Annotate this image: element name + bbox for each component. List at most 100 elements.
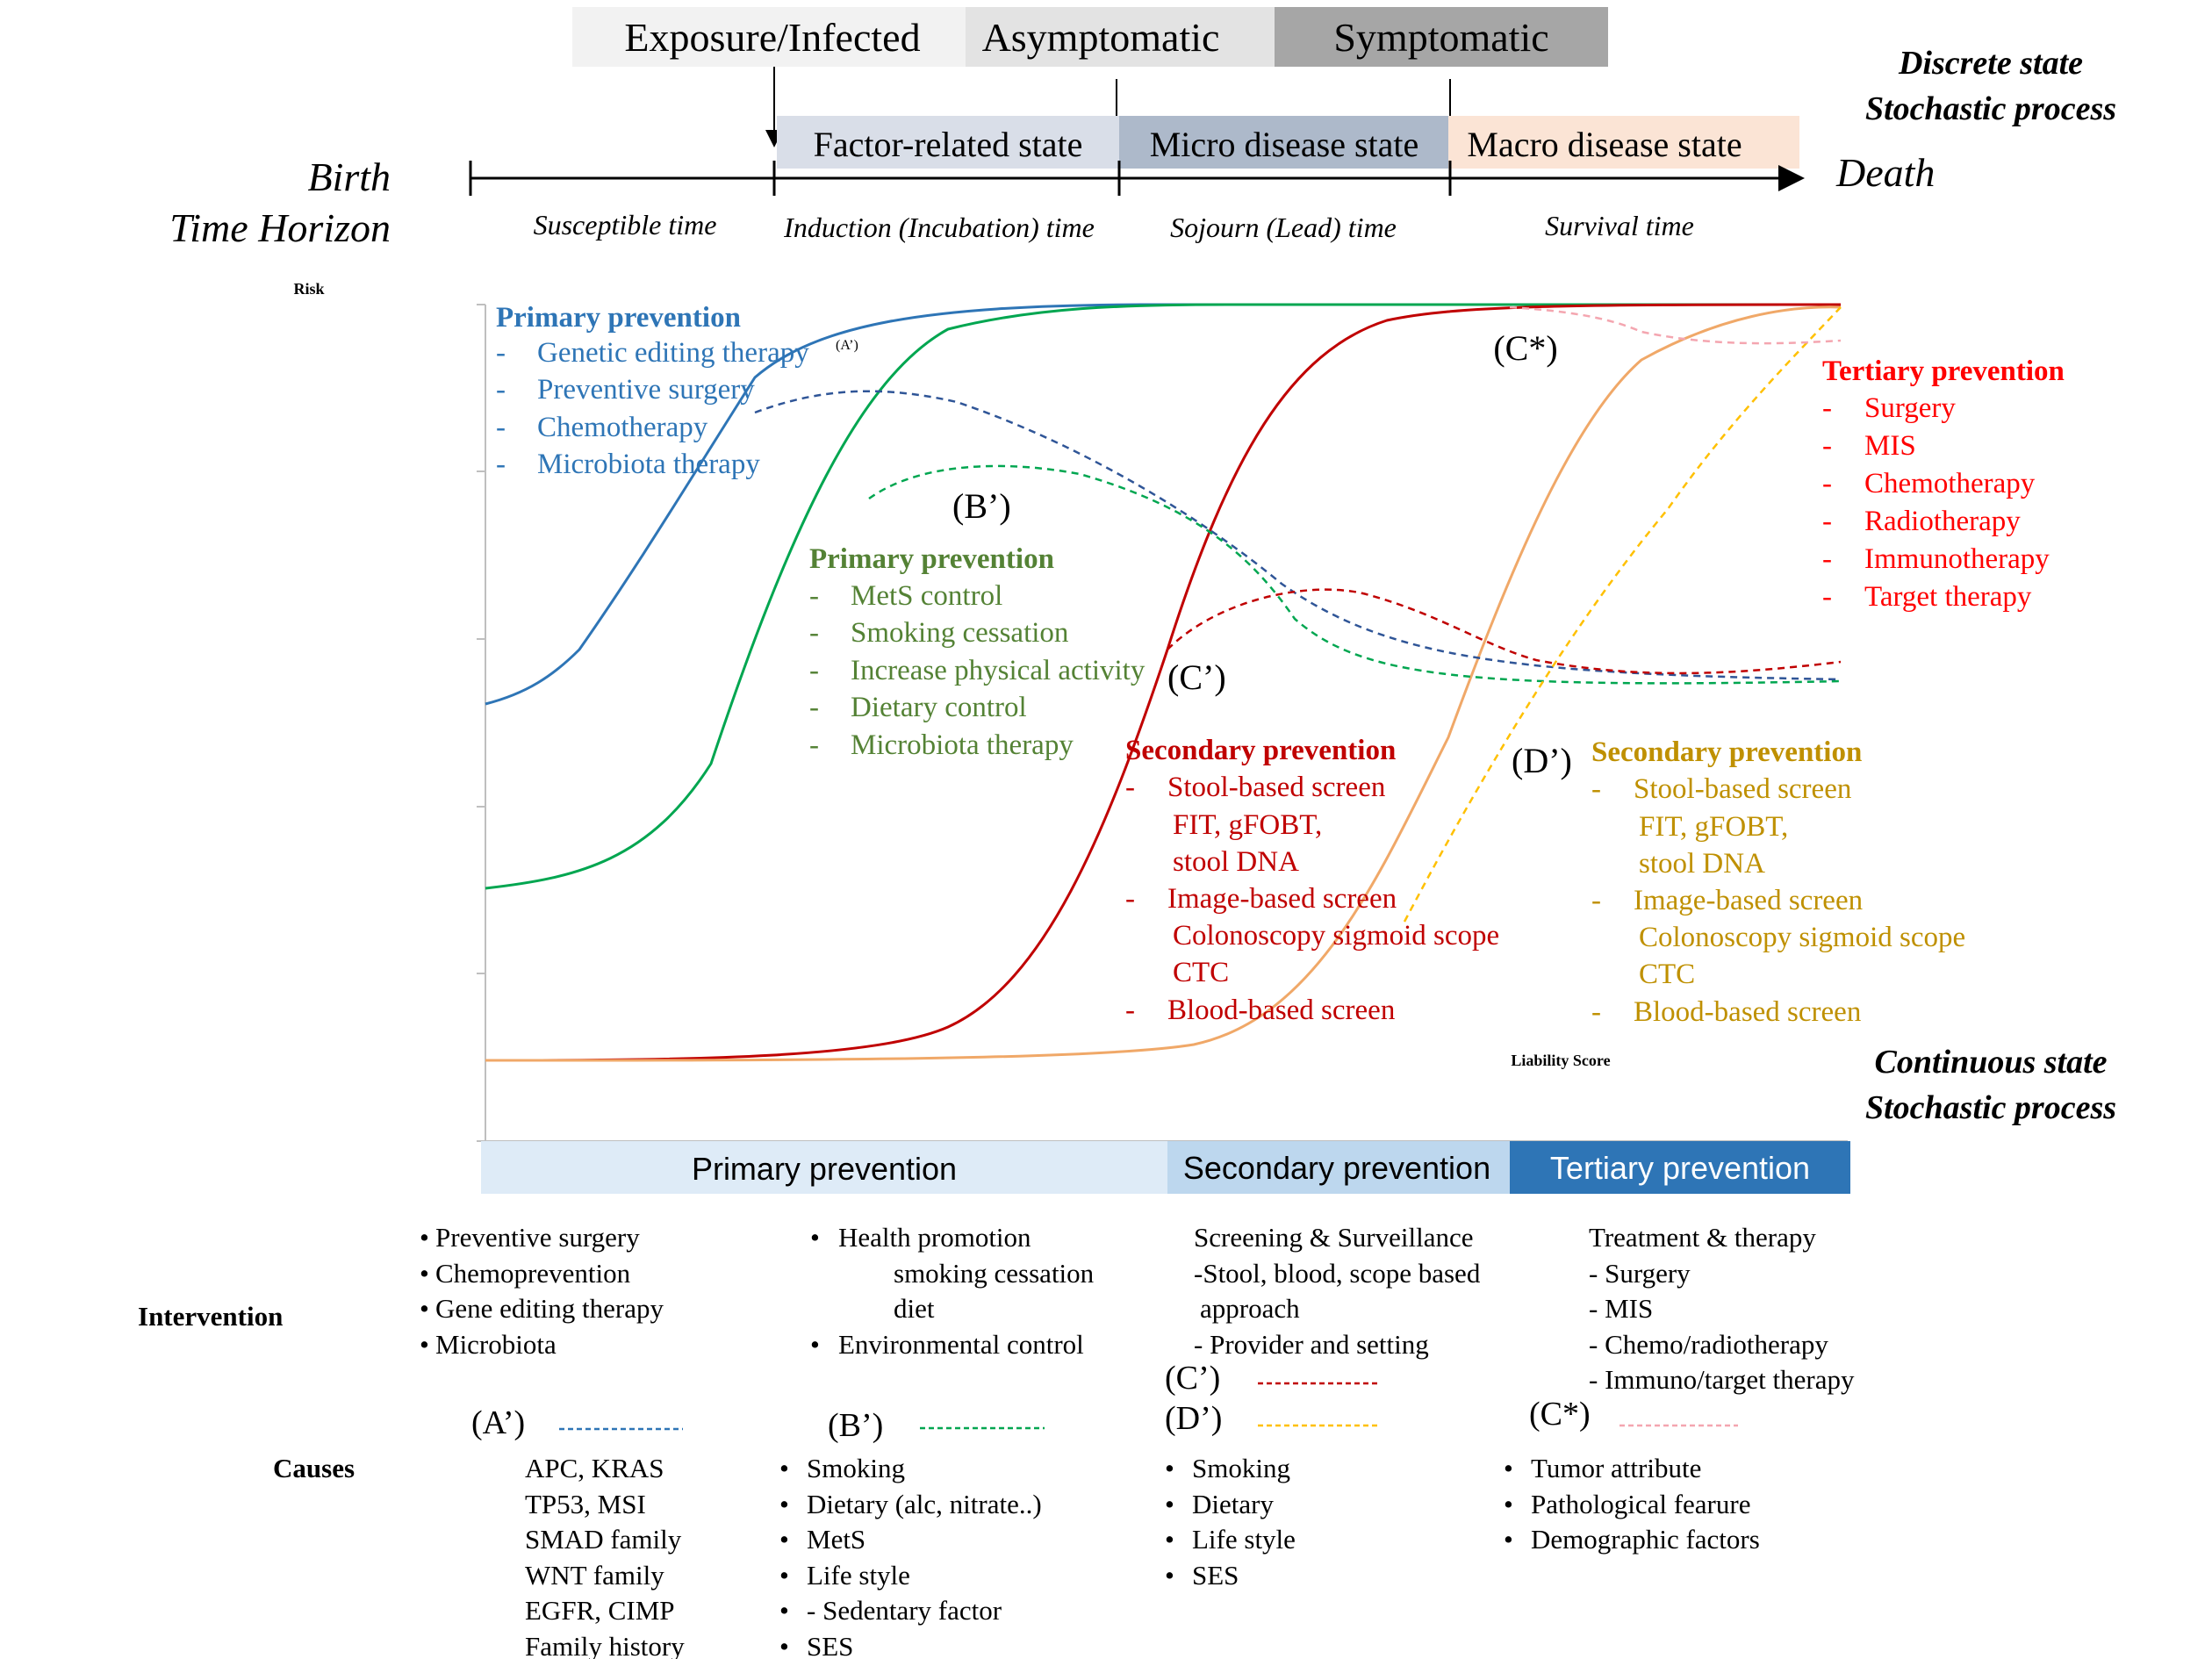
secondary-red-line: Blood-based screen (1167, 995, 1395, 1026)
discrete-process-label: Stochastic process (1865, 90, 2116, 127)
tertiary-dash: - (1822, 581, 1832, 613)
curve-label-b: (B’) (952, 486, 1011, 526)
bar-secondary-label: Secondary prevention (1183, 1150, 1490, 1186)
list-bullet: • (1165, 1453, 1174, 1483)
state-box-exposure (572, 7, 966, 67)
list-item: Preventive surgery (435, 1222, 640, 1253)
list-item: Life style (807, 1560, 910, 1591)
disease-label-micro: Micro disease state (1150, 125, 1419, 164)
list-item: APC, KRAS (525, 1453, 664, 1483)
list-item: - Immuno/target therapy (1589, 1364, 1855, 1395)
primary-green-item: Dietary control (851, 692, 1027, 723)
secondary-gold-line: Stool-based screen (1634, 773, 1851, 805)
continuous-state-label: Continuous state (1874, 1044, 2107, 1081)
list-bullet: • (810, 1329, 820, 1360)
disease-box-factor (777, 116, 1119, 169)
tertiary-item: Target therapy (1864, 581, 2032, 613)
list-bullet: • (779, 1595, 789, 1626)
disease-label-macro: Macro disease state (1467, 125, 1742, 164)
secondary-gold-dash: - (1591, 885, 1601, 916)
state-box-asymptomatic (966, 7, 1275, 67)
curve-blue-solid (485, 303, 1841, 706)
curve-label-c: (C’) (1167, 657, 1226, 697)
period-susceptible: Susceptible time (534, 209, 717, 241)
list-bullet: • (1165, 1524, 1174, 1555)
list-item: -Stool, blood, scope based (1194, 1258, 1481, 1289)
time-horizon-label: Time Horizon (169, 205, 391, 250)
bar-tertiary-label: Tertiary prevention (1550, 1150, 1810, 1186)
secondary-gold-line: Blood-based screen (1634, 996, 1861, 1028)
primary-green-dash: - (809, 692, 819, 723)
list-item: Life style (1192, 1524, 1296, 1555)
tertiary-item: Radiotherapy (1864, 506, 2021, 537)
secondary-gold-title: Secondary prevention (1591, 736, 1862, 768)
state-label-symptomatic: Symptomatic (1333, 15, 1548, 60)
list-item: Tumor attribute (1531, 1453, 1701, 1483)
list-bullet: • (779, 1489, 789, 1519)
secondary-gold-line: Colonoscopy sigmoid scope (1639, 922, 1965, 953)
period-induction: Induction (Incubation) time (783, 212, 1095, 243)
list-item: SMAD family (525, 1524, 682, 1555)
curve-b-dashed (868, 464, 1842, 685)
bar-tertiary (1510, 1141, 1850, 1194)
causes-label: Causes (273, 1453, 355, 1483)
primary-blue-item: Microbiota therapy (537, 449, 760, 480)
primary-blue-item: Genetic editing therapy (537, 337, 809, 369)
list-item: MetS (807, 1524, 865, 1555)
list-bullet: • (779, 1524, 789, 1555)
secondary-red-dash: - (1125, 995, 1135, 1026)
disease-label-factor: Factor-related state (814, 125, 1083, 164)
list-item: - Surgery (1589, 1258, 1691, 1289)
list-item: - Sedentary factor (807, 1595, 1002, 1626)
list-bullet: • (1165, 1489, 1174, 1519)
primary-green-item: Microbiota therapy (851, 729, 1074, 761)
primary-blue-dash: - (496, 374, 506, 406)
primary-green-item: MetS control (851, 580, 1002, 612)
list-item: WNT family (525, 1560, 664, 1591)
primary-blue-block: Primary prevention - Genetic editing the… (496, 302, 809, 480)
tertiary-dash: - (1822, 468, 1832, 499)
list-item: Microbiota (435, 1329, 557, 1360)
period-survival: Survival time (1545, 210, 1694, 241)
primary-blue-dash: - (496, 449, 506, 480)
list-item: Health promotion (838, 1222, 1031, 1253)
list-bullet: • (420, 1293, 429, 1324)
list-item: Smoking (1192, 1453, 1290, 1483)
intervention-col2: • Health promotion smoking cessation die… (810, 1222, 1095, 1360)
primary-blue-title: Primary prevention (496, 302, 741, 334)
list-bullet: • (810, 1222, 820, 1253)
legend: (A’) (B’) (C’) (D’) (C*) (471, 1360, 1738, 1444)
list-item: Family history (525, 1631, 685, 1659)
curve-label-d: (D’) (1512, 741, 1572, 780)
list-item: Environmental control (838, 1329, 1084, 1360)
list-item: TP53, MSI (525, 1489, 646, 1519)
tertiary-dash: - (1822, 430, 1832, 462)
causes-col2: • Smoking • Dietary (alc, nitrate..) • M… (779, 1453, 1042, 1659)
primary-blue-dash: - (496, 412, 506, 443)
primary-green-item: Increase physical activity (851, 655, 1146, 686)
tertiary-block: Tertiary prevention - Surgery - MIS - Ch… (1822, 356, 2065, 613)
primary-green-dash: - (809, 729, 819, 761)
list-item: - Provider and setting (1194, 1329, 1429, 1360)
secondary-red-dash: - (1125, 772, 1135, 803)
primary-blue-dash: - (496, 337, 506, 369)
prevention-bars: Primary prevention Secondary prevention … (481, 1141, 1850, 1194)
list-item: Gene editing therapy (435, 1293, 664, 1324)
curve-green-solid (485, 303, 1841, 890)
disease-box-micro (1119, 116, 1448, 169)
top-state-bar: Exposure/Infected Asymptomatic Symptomat… (572, 7, 1608, 67)
list-item: Chemoprevention (435, 1258, 631, 1289)
secondary-red-dash: - (1125, 883, 1135, 915)
primary-green-block: Primary prevention - MetS control - Smok… (809, 543, 1146, 761)
list-item: Smoking (807, 1453, 905, 1483)
secondary-gold-dash: - (1591, 996, 1601, 1028)
bar-primary (481, 1141, 1167, 1194)
list-item: Dietary (alc, nitrate..) (807, 1489, 1042, 1519)
causes-col1: APC, KRAS TP53, MSI SMAD family WNT fami… (525, 1453, 685, 1659)
secondary-red-line: CTC (1173, 957, 1229, 988)
intervention-col1: • Preventive surgery • Chemoprevention •… (420, 1222, 664, 1360)
list-bullet: • (1504, 1524, 1513, 1555)
secondary-gold-line: CTC (1639, 959, 1695, 990)
state-box-symptomatic (1275, 7, 1608, 67)
curve-orange-solid (485, 305, 1842, 1062)
